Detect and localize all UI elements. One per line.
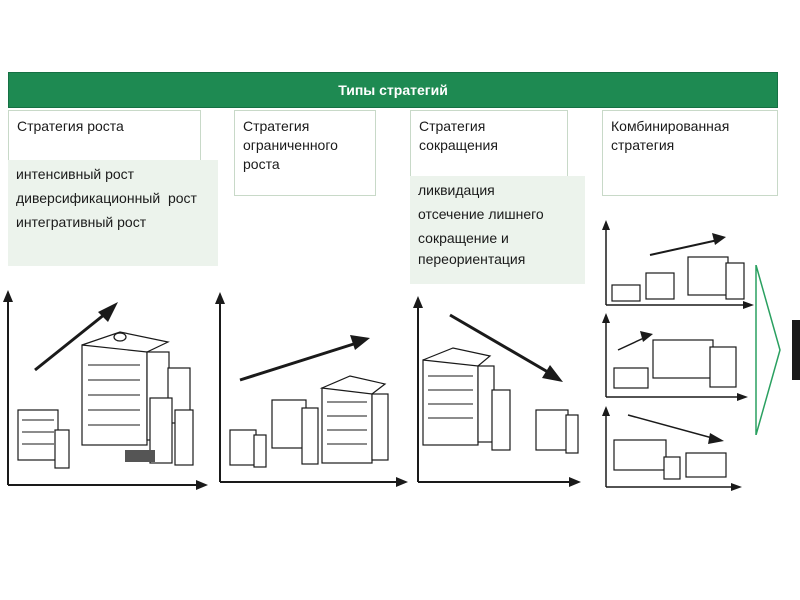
subtype-liquidation: ликвидация (418, 182, 495, 198)
growth-subtypes: интенсивный рост диверсификационный рост… (8, 160, 218, 266)
strategy-reduction-title: Стратегия сокращения (419, 118, 498, 153)
subtype-reduction-reorientation: сокращение и переориентация (418, 230, 526, 267)
combined-charts-icon (602, 220, 754, 491)
diagram-header: Типы стратегий (8, 72, 778, 108)
strategy-limited-growth-title: Стратегия ограниченного роста (243, 118, 338, 172)
subtype-intensive: интенсивный рост (16, 166, 135, 182)
reduction-chart-icon (413, 296, 581, 487)
limited-growth-chart-icon (215, 292, 408, 487)
strategy-growth-box: Стратегия роста (8, 110, 201, 166)
chevron-right-icon (755, 265, 800, 435)
header-title: Типы стратегий (338, 82, 448, 98)
strategy-limited-growth-box: Стратегия ограниченного роста (234, 110, 376, 196)
reduction-subtypes: ликвидация отсечение лишнего сокращение … (410, 176, 585, 284)
subtype-cutting-excess: отсечение лишнего (418, 206, 544, 222)
strategy-combined-box: Комбинированная стратегия (602, 110, 778, 196)
strategy-growth-title: Стратегия роста (17, 118, 124, 134)
subtype-integrative: интегративный рост (16, 214, 147, 230)
subtype-diversification: диверсификационный рост (16, 190, 197, 206)
strategy-reduction-box: Стратегия сокращения (410, 110, 568, 182)
growth-chart-icon (3, 290, 208, 490)
strategy-combined-title: Комбинированная стратегия (611, 118, 730, 153)
